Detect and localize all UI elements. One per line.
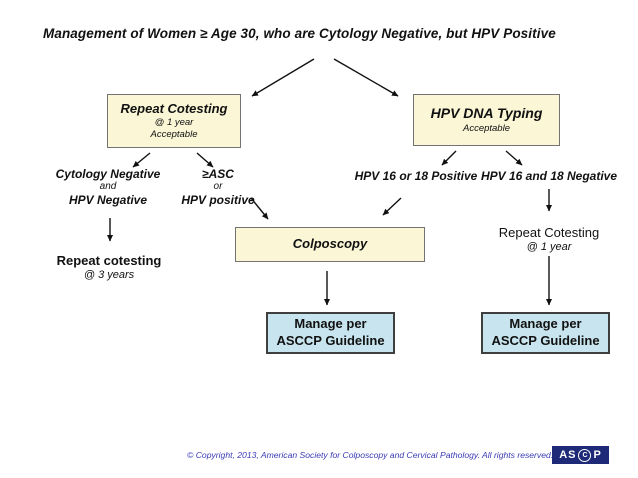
manage-per-asccp-guideline-box-left: Manage per ASCCP Guideline — [266, 312, 395, 354]
repeat-cotesting-1y-line2: @ 1 year — [526, 240, 572, 253]
colposcopy-box: Colposcopy — [235, 227, 425, 262]
hpv-dna-typing-box-acceptable: Acceptable — [462, 122, 510, 134]
asccp-logo-as: AS — [559, 448, 577, 461]
arrow-hpv-dna-to-16-or-18-positive — [441, 150, 457, 166]
arrow-hpv-dna-to-16-and-18-negative — [505, 150, 523, 166]
repeat-cotesting-box-acceptable: Acceptable — [150, 129, 198, 141]
hpv-dna-typing-box: HPV DNA Typing Acceptable — [413, 94, 560, 146]
manage-right-line2: ASCCP Guideline — [491, 333, 600, 348]
repeat-cotesting-3y-line2: @ 3 years — [83, 268, 135, 281]
repeat-cotesting-box-interval: @ 1 year — [154, 117, 194, 129]
asccp-logo-circle-c-icon: C — [578, 448, 592, 462]
manage-left-line2: ASCCP Guideline — [276, 333, 385, 348]
repeat-cotesting-box-title: Repeat Cotesting — [120, 101, 228, 116]
asc-or-hpv-positive-label: ≥ASC or HPV positive — [170, 167, 266, 208]
hpv-16-or-18-positive-label: HPV 16 or 18 Positive — [340, 169, 492, 183]
cytology-negative-line1: Cytology Negative — [55, 167, 161, 181]
repeat-cotesting-1y-line1: Repeat Cotesting — [498, 225, 600, 240]
repeat-cotesting-1-year-label: Repeat Cotesting @ 1 year — [470, 225, 628, 254]
asc-line1: ≥ASC — [202, 167, 234, 181]
copyright-text: © Copyright, 2013, American Society for … — [187, 450, 554, 460]
hpv-dna-typing-box-title: HPV DNA Typing — [430, 105, 543, 122]
asc-line3: HPV positive — [181, 193, 255, 208]
cytology-negative-line2: and — [99, 181, 117, 193]
cytology-negative-line3: HPV Negative — [68, 193, 148, 208]
asc-line2: or — [213, 181, 223, 193]
arrow-repeat-cotesting-to-asc — [196, 152, 214, 168]
manage-left-line1: Manage per — [294, 316, 367, 332]
manage-per-asccp-guideline-box-right: Manage per ASCCP Guideline — [481, 312, 610, 354]
arrow-asc-to-colposcopy — [250, 197, 269, 220]
arrow-title-to-hpv-dna-typing — [333, 58, 399, 97]
arrow-title-to-repeat-cotesting — [251, 58, 315, 97]
hpv-16-and-18-negative-label: HPV 16 and 18 Negative — [468, 169, 630, 183]
repeat-cotesting-box: Repeat Cotesting @ 1 year Acceptable — [107, 94, 241, 148]
manage-right-line1: Manage per — [509, 316, 582, 332]
page-title: Management of Women ≥ Age 30, who are Cy… — [43, 26, 556, 41]
colposcopy-box-title: Colposcopy — [292, 236, 368, 252]
repeat-cotesting-3y-line1: Repeat cotesting — [56, 253, 162, 268]
asccp-logo: AS C P — [552, 446, 609, 464]
arrow-16-or-18-positive-to-colposcopy — [382, 197, 402, 216]
repeat-cotesting-3-years-label: Repeat cotesting @ 3 years — [30, 253, 188, 282]
asccp-logo-p: P — [593, 448, 602, 461]
hpv-16-or-18-positive-text: HPV 16 or 18 Positive — [354, 169, 478, 183]
arrow-repeat-cotesting-to-cytology-negative — [132, 152, 151, 168]
cytology-negative-label: Cytology Negative and HPV Negative — [28, 167, 188, 208]
hpv-16-and-18-negative-text: HPV 16 and 18 Negative — [480, 169, 618, 183]
